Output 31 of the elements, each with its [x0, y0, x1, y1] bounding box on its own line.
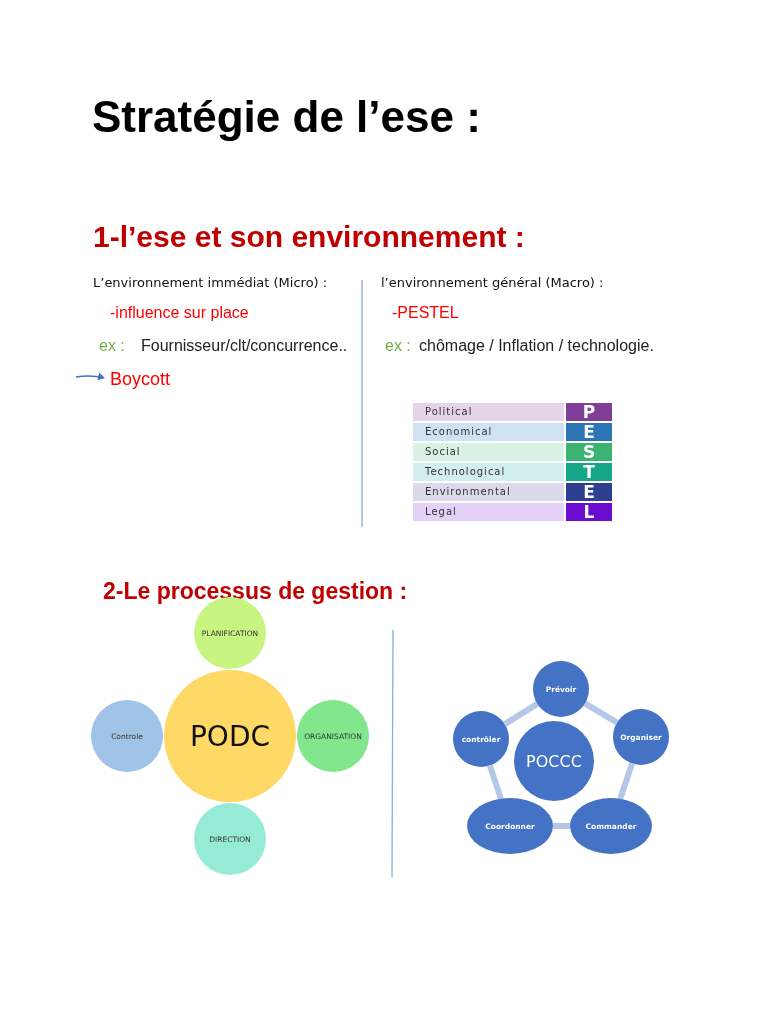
table-letter: T	[566, 463, 612, 481]
table-letter: S	[566, 443, 612, 461]
page-title: Stratégie de l’ese :	[92, 92, 481, 142]
ring-segment	[617, 762, 635, 800]
table-cell: Political	[413, 403, 564, 421]
example-prefix: ex :	[99, 337, 125, 355]
table-cell: Technological	[413, 463, 564, 481]
center-circle: PODC	[164, 670, 296, 802]
ring-segment	[583, 700, 619, 726]
center-circle: POCCC	[514, 721, 594, 801]
table-letter: E	[566, 483, 612, 501]
ring-segment	[487, 764, 504, 800]
subheading: L’environnement immédiat (Micro) :	[93, 275, 328, 290]
table-cell: Environmental	[413, 483, 564, 501]
ring-segment	[553, 823, 570, 829]
bullet-text: -influence sur place	[110, 304, 249, 322]
example-text: Fournisseur/clt/concurrence..	[141, 337, 348, 355]
table-cell: Legal	[413, 503, 564, 521]
subheading: l’environnement général (Macro) :	[381, 275, 604, 290]
ring-segment	[503, 701, 539, 727]
example-prefix: ex :	[385, 337, 411, 355]
example-text: chômage / Inflation / technologie.	[419, 337, 654, 355]
table-cell: Social	[413, 443, 564, 461]
section-heading: 1-l’ese et son environnement :	[93, 220, 525, 254]
table-cell: Economical	[413, 423, 564, 441]
bullet-text: -PESTEL	[392, 304, 459, 322]
table-letter: L	[566, 503, 612, 521]
node-label: Boycott	[104, 367, 176, 391]
table-letter: E	[566, 423, 612, 441]
table-letter: P	[566, 403, 612, 421]
arrow	[75, 372, 105, 381]
